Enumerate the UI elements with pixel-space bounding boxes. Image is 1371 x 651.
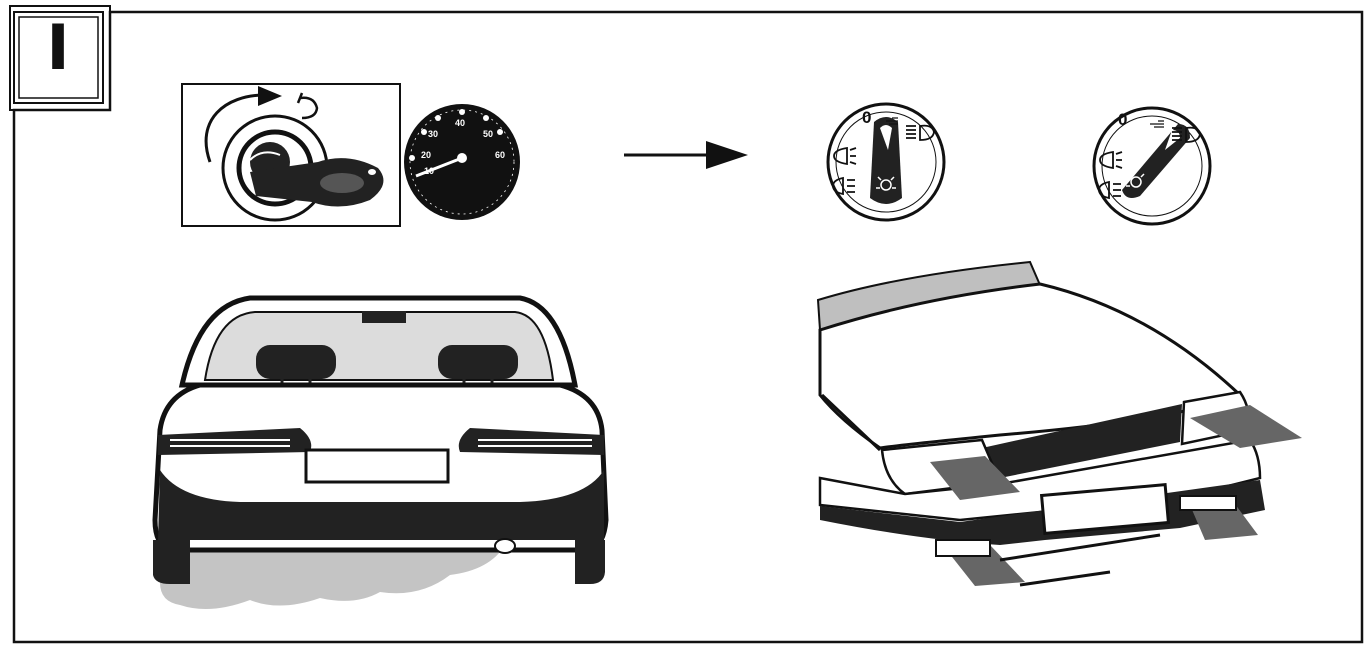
speedometer-icon <box>404 104 520 220</box>
speed-tick-20: 20 <box>421 150 432 160</box>
fog-light-icon <box>833 146 857 166</box>
switch2-off-label: 0 <box>1118 110 1128 129</box>
light-switch-rotated <box>1092 106 1212 226</box>
speed-tick-60: 60 <box>495 150 506 160</box>
car-front-view <box>816 260 1302 587</box>
rotate-arrow-icon <box>204 93 266 163</box>
speed-tick-40: 40 <box>455 118 466 128</box>
label-box-outer <box>9 5 111 111</box>
speed-tick-10: 10 <box>424 166 435 176</box>
low-beam-icon <box>886 117 898 125</box>
label-box-inner <box>13 11 104 104</box>
rear-fog-icon <box>832 176 855 196</box>
headlight-icon <box>906 124 935 141</box>
speed-tick-30: 30 <box>428 129 439 139</box>
exhaust-smoke <box>160 542 505 609</box>
speed-tick-50: 50 <box>483 129 494 139</box>
light-switch-center <box>826 102 946 222</box>
ignition-key-icon <box>249 151 384 207</box>
panel-label: I <box>46 11 70 84</box>
switch1-off-label: 0 <box>862 108 872 127</box>
car-rear-view <box>152 295 609 609</box>
arrow-right-icon <box>624 141 748 169</box>
headlight-d-icon <box>299 96 319 120</box>
